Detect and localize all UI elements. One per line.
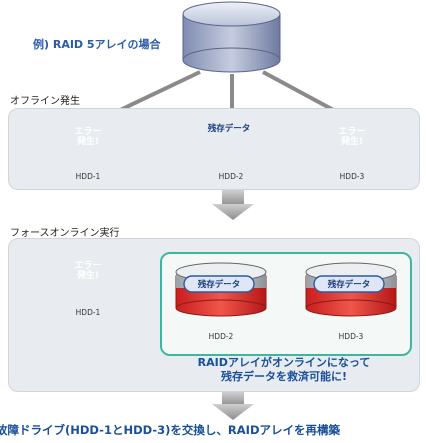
result-line2: 残存データを救済可能に!: [220, 369, 348, 383]
error-badge-line2: 発生!: [76, 136, 100, 147]
error-badge-line2: 発生!: [76, 270, 100, 281]
step-arrow-2: [212, 392, 254, 420]
data-pill-hdd2: 残存データ: [207, 124, 251, 134]
error-badge-hdd1: エラー 発生!: [68, 127, 108, 148]
offline-panel: [8, 108, 420, 190]
error-badge-hdd3: エラー 発生!: [332, 127, 372, 148]
error-badge-line1: エラー: [338, 127, 366, 137]
drive-hdd3-ok-2: [305, 262, 397, 317]
section-label-offline: オフライン発生: [10, 96, 80, 107]
result-message: RAIDアレイがオンラインになって 残存データを救済可能に!: [160, 356, 408, 384]
error-badge-line1: エラー: [74, 127, 102, 137]
drive-label-hdd2-2: HDD-2: [208, 332, 234, 341]
bottom-instruction: 故障ドライブ(HDD-1とHDD-3)を交換し、RAIDアレイを再構築: [0, 423, 340, 437]
drive-label-hdd3: HDD-3: [339, 172, 365, 181]
result-line1: RAIDアレイがオンラインになって: [197, 356, 371, 369]
error-badge-hdd1-2: エラー 発生!: [68, 261, 108, 282]
raid-array-icon: [182, 1, 281, 73]
drive-hdd2-ok-2: [175, 262, 267, 317]
data-pill-hdd3-2: 残存データ: [327, 280, 371, 290]
drive-label-hdd2: HDD-2: [218, 172, 244, 181]
data-pill-hdd2-2: 残存データ: [197, 280, 241, 290]
example-caption: 例) RAID 5アレイの場合: [33, 38, 161, 51]
error-badge-line1: エラー: [74, 261, 102, 271]
section-label-force-online: フォースオンライン実行: [10, 228, 120, 239]
drive-label-hdd1-2: HDD-1: [75, 308, 101, 317]
drive-label-hdd1: HDD-1: [75, 172, 101, 181]
error-badge-line2: 発生!: [340, 136, 364, 147]
step-arrow-1: [212, 190, 254, 220]
drive-label-hdd3-2: HDD-3: [338, 332, 364, 341]
